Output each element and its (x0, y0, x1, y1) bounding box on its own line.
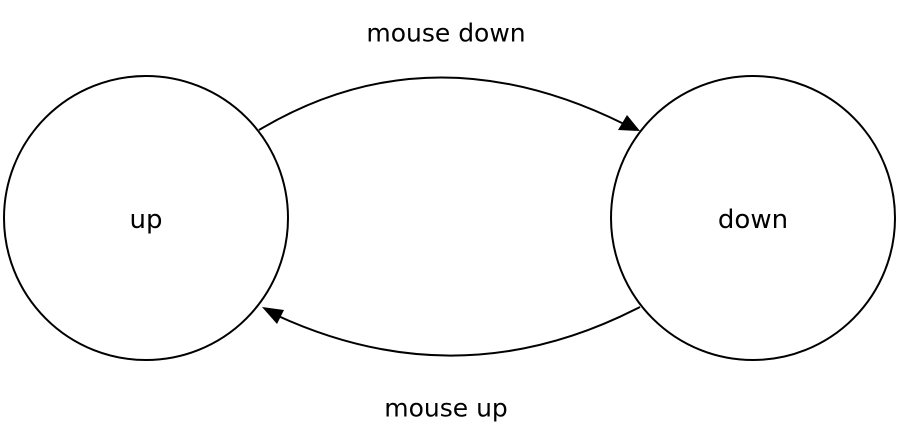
state-down-label: down (718, 205, 788, 235)
state-down: down (610, 75, 896, 361)
state-up-label: up (130, 205, 163, 235)
transition-mouse-up-label: mouse up (384, 394, 508, 423)
transition-mouse-up-edge (275, 306, 641, 357)
transition-mouse-down-label: mouse down (366, 19, 525, 48)
transition-mouse-up: mouse up (262, 306, 641, 423)
transition-mouse-up-arrowhead (262, 307, 284, 324)
transition-mouse-down-edge (258, 76, 625, 131)
state-down-circle (610, 75, 896, 361)
state-up-circle (3, 75, 289, 361)
transition-mouse-down-arrowhead (618, 115, 640, 131)
transition-mouse-down: mouse down (258, 19, 640, 131)
state-up: up (3, 75, 289, 361)
